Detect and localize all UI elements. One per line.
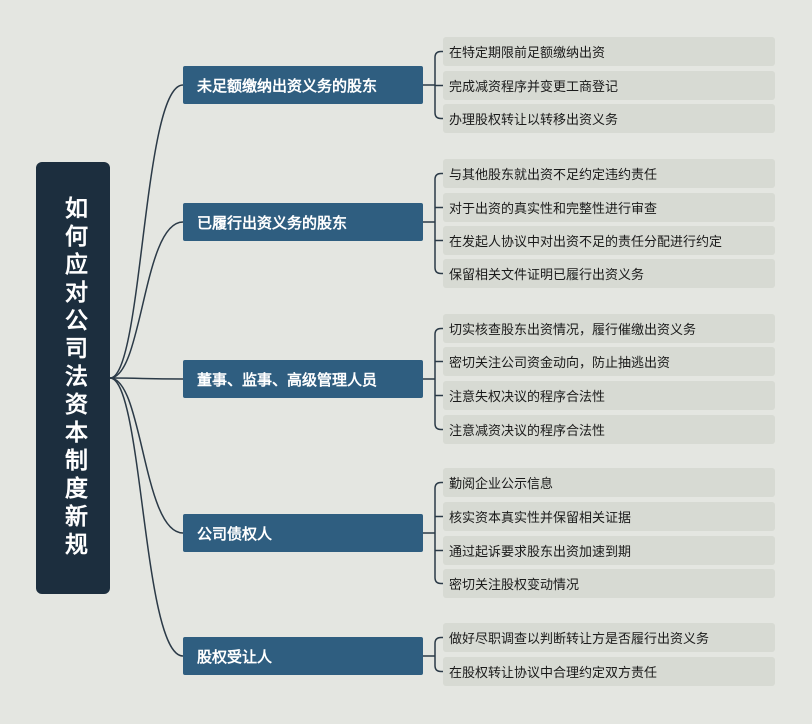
leaf-connector — [434, 112, 443, 120]
branch-unpaid-shareholders: 未足额缴纳出资义务的股东 — [183, 66, 423, 104]
leaf-item: 在股权转让协议中合理约定双方责任 — [443, 657, 775, 686]
leaf-connector — [434, 423, 443, 431]
branch-directors-supervisors: 董事、监事、高级管理人员 — [183, 360, 423, 398]
leaf-item: 核实资本真实性并保留相关证据 — [443, 502, 775, 531]
leaf-connector — [434, 327, 443, 335]
leaf-item: 与其他股东就出资不足约定违约责任 — [443, 159, 775, 188]
leaf-item: 办理股权转让以转移出资义务 — [443, 104, 775, 133]
branch-creditors: 公司债权人 — [183, 514, 423, 552]
leaf-item: 在特定期限前足额缴纳出资 — [443, 37, 775, 66]
leaf-item: 勤阅企业公示信息 — [443, 468, 775, 497]
root-topic: 如何应对公司法资本制度新规 — [36, 162, 110, 594]
branch-transferee: 股权受让人 — [183, 637, 423, 675]
branch-paid-shareholders: 已履行出资义务的股东 — [183, 203, 423, 241]
leaf-item: 注意失权决议的程序合法性 — [443, 381, 775, 410]
root-branch-connector — [109, 377, 184, 380]
root-title: 如何应对公司法资本制度新规 — [60, 196, 87, 560]
leaf-item: 密切关注公司资金动向，防止抽逃出资 — [443, 347, 775, 376]
leaf-item: 在发起人协议中对出资不足的责任分配进行约定 — [443, 226, 775, 255]
leaf-connector — [434, 481, 443, 489]
leaf-item: 密切关注股权变动情况 — [443, 569, 775, 598]
leaf-item: 切实核查股东出资情况，履行催缴出资义务 — [443, 314, 775, 343]
leaf-connector — [434, 577, 443, 585]
leaf-connector — [434, 50, 443, 58]
leaf-connector — [434, 172, 443, 180]
leaf-item: 保留相关文件证明已履行出资义务 — [443, 259, 775, 288]
root-branch-connector — [109, 221, 184, 379]
root-branch-connector — [109, 377, 184, 534]
leaf-connector — [434, 636, 443, 644]
root-branch-connector — [109, 377, 184, 657]
leaf-item: 做好尽职调查以判断转让方是否履行出资义务 — [443, 623, 775, 652]
leaf-item: 注意减资决议的程序合法性 — [443, 415, 775, 444]
leaf-item: 通过起诉要求股东出资加速到期 — [443, 536, 775, 565]
leaf-connector — [434, 665, 443, 673]
leaf-item: 完成减资程序并变更工商登记 — [443, 71, 775, 100]
root-branch-connector — [109, 84, 184, 379]
leaf-connector — [434, 267, 443, 275]
leaf-item: 对于出资的真实性和完整性进行审查 — [443, 193, 775, 222]
